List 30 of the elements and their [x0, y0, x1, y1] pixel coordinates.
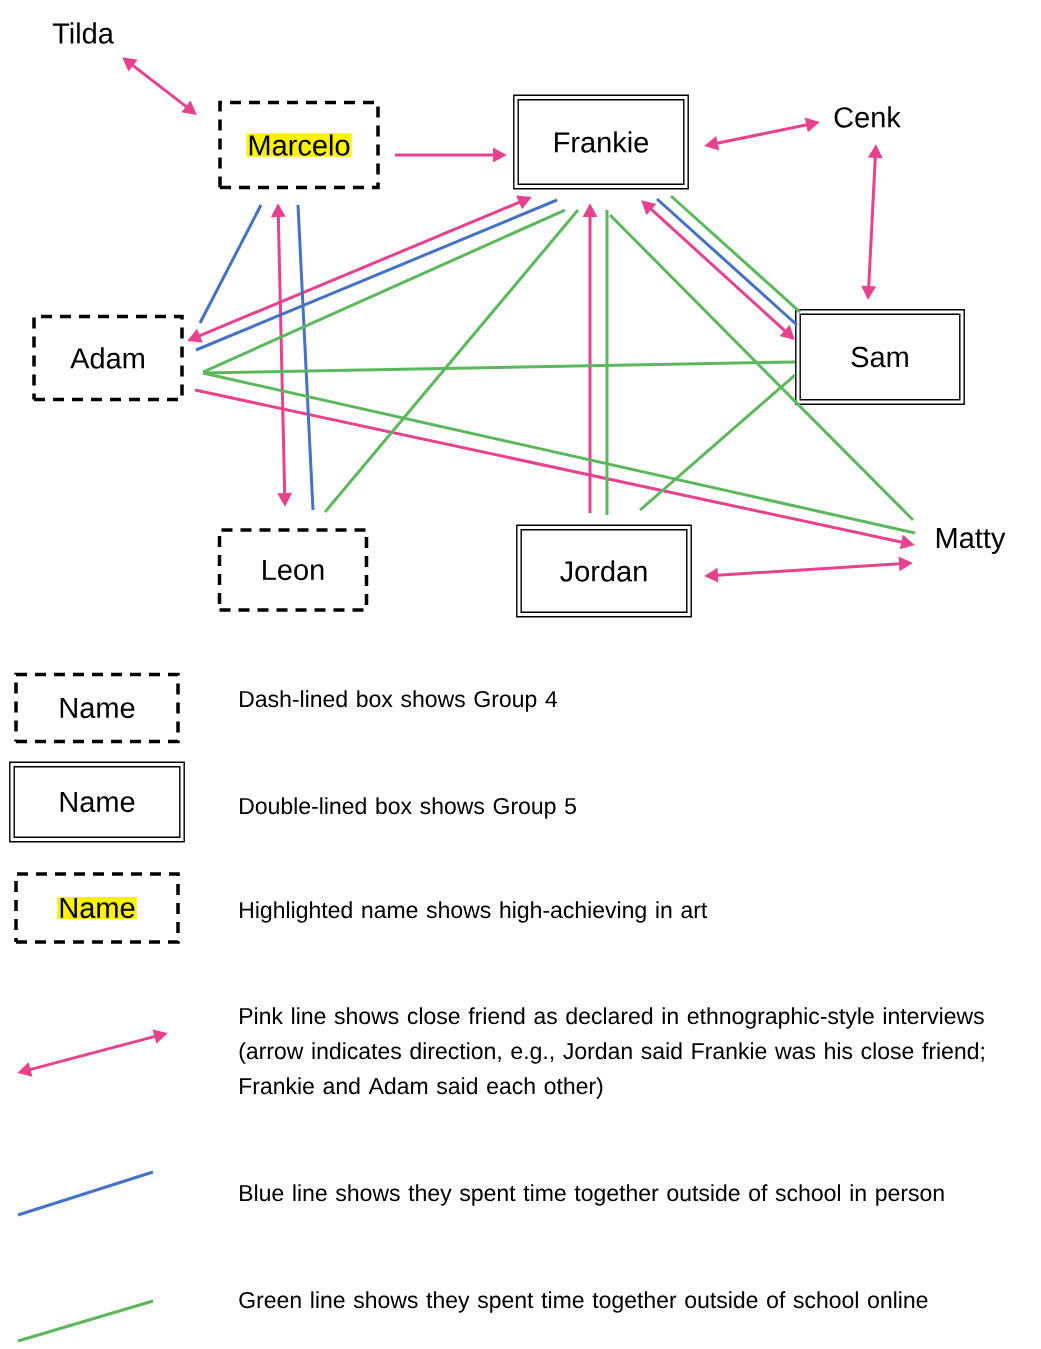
name-label: Tilda: [52, 22, 114, 44]
legend-text: Highlighted name shows high-achieving in art: [240, 901, 708, 923]
legend-sample-box: Name: [9, 761, 185, 843]
connector-line: [656, 197, 798, 327]
connector-line: [202, 208, 566, 374]
person-box: Leon: [217, 528, 369, 612]
connector-line: [323, 209, 580, 513]
person-box: Jordan: [516, 524, 692, 618]
connector-line: [605, 210, 609, 515]
legend-text: Double-lined box shows Group 5: [240, 797, 576, 819]
legend-text: Blue line shows they spent time together outside of school in person: [240, 1184, 944, 1206]
connector-line: [198, 204, 263, 324]
legend-text: Pink line shows close friend as declared in ethnographic-style interviews (arrow indicates direction, e.g., Jordan said Frankie was his close friend; Frankie and Adam said each other): [239, 1007, 984, 1099]
legend-sample-box: Name: [14, 672, 180, 744]
connector-line: [296, 204, 315, 511]
legend-sample-box: Name: [14, 872, 180, 944]
name-label: Cenk: [834, 106, 901, 128]
person-box: Marcelo: [218, 100, 380, 190]
name-label: Matty: [936, 528, 1006, 554]
connector-line: [195, 198, 558, 352]
connector-line: [202, 360, 796, 375]
person-box: Sam: [795, 309, 965, 405]
connector-line: [202, 371, 916, 535]
connector-line: [639, 373, 796, 512]
connector-line: [608, 213, 915, 522]
connector-line: [670, 194, 801, 314]
person-box: Adam: [32, 314, 184, 402]
legend-text: Green line shows they spent time together outside of school online: [239, 1291, 928, 1313]
legend-text: Dash-lined box shows Group 4: [240, 690, 558, 712]
person-box: Frankie: [513, 94, 689, 190]
